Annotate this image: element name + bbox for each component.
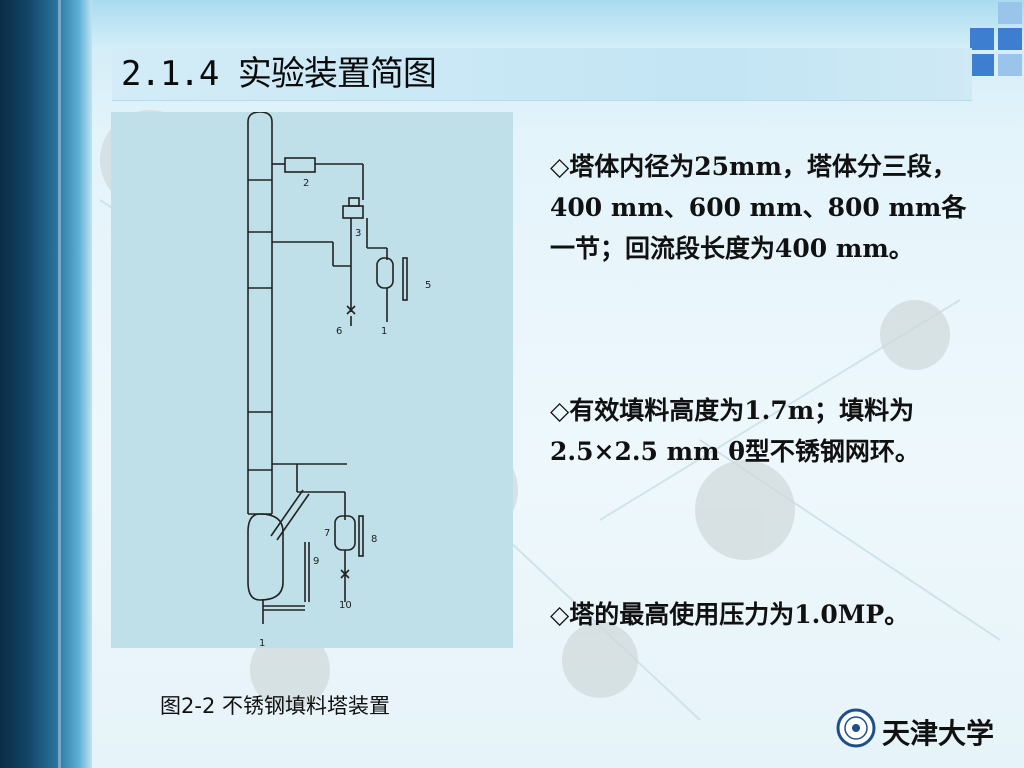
decor-square — [998, 28, 1022, 50]
diagram-label: 9 — [313, 556, 319, 567]
bullet-column-dimensions: ◇塔体内径为25mm，塔体分三段，400 mm、600 mm、800 mm各一节… — [550, 152, 967, 263]
top-band-decoration — [92, 0, 1024, 48]
left-sidebar-decoration — [0, 0, 92, 768]
diagram-label: 1 — [259, 638, 265, 648]
decor-square — [970, 54, 994, 76]
diagram-label: 2 — [303, 178, 309, 189]
diagram-label: 1 — [381, 326, 387, 337]
diagram-label: 5 — [425, 280, 431, 291]
diagram-label: 6 — [336, 326, 342, 337]
bullet-packing-height: ◇有效填料高度为1.7m；填料为2.5×2.5 mm θ型不锈钢网环。 — [550, 396, 920, 466]
decor-square — [998, 54, 1022, 76]
figure-caption: 图2-2 不锈钢填料塔装置 — [160, 694, 390, 718]
diagram-label: 3 — [355, 228, 361, 239]
diagram-label: 7 — [324, 528, 330, 539]
bullet-max-pressure: ◇塔的最高使用压力为1.0MP。 — [550, 600, 910, 629]
packed-column-schematic: 2 3 5 6 1 7 8 9 10 1 — [247, 112, 431, 648]
diagram-label: 8 — [371, 534, 377, 545]
university-seal-icon — [836, 708, 876, 748]
decor-square — [998, 2, 1022, 24]
slide-title: 2.1.4 实验装置简图 — [121, 54, 437, 94]
apparatus-diagram: 2 3 5 6 1 7 8 9 10 1 — [111, 112, 513, 648]
diagram-label: 10 — [339, 600, 352, 611]
decor-square — [970, 28, 994, 50]
university-logo-text: 天津大学 — [882, 717, 995, 750]
title-bar — [112, 48, 972, 101]
